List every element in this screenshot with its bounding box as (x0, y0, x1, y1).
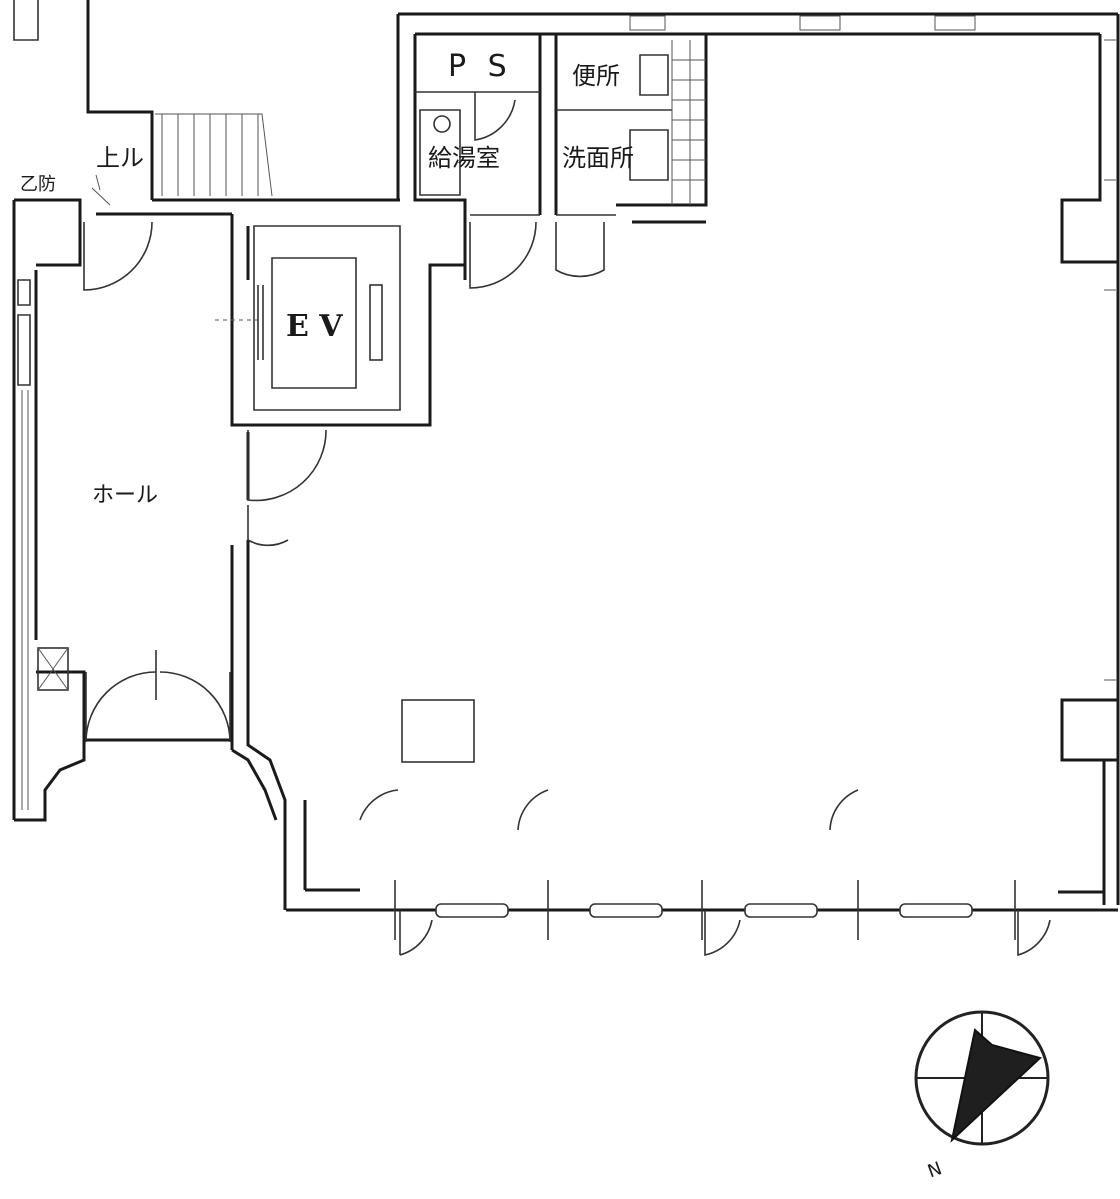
toilet-label: 便所 (572, 62, 620, 90)
fire-door-label: 乙防 (20, 174, 56, 195)
north-arrow-icon (950, 1028, 1042, 1143)
north-arrow-compass: N (914, 1010, 1050, 1182)
bottom-windows (394, 880, 1016, 940)
north-label: N (925, 1158, 945, 1182)
up-stairs-label: 上ル (96, 144, 144, 172)
ps-label: P S (448, 49, 513, 84)
door-swings (83, 92, 1051, 957)
kitchen-label: 給湯室 (428, 144, 500, 172)
hall-label: ホール (92, 483, 158, 508)
exterior-walls (12, 0, 1120, 912)
elevator-label: E V (286, 309, 343, 344)
washroom-label: 洗面所 (562, 144, 634, 172)
